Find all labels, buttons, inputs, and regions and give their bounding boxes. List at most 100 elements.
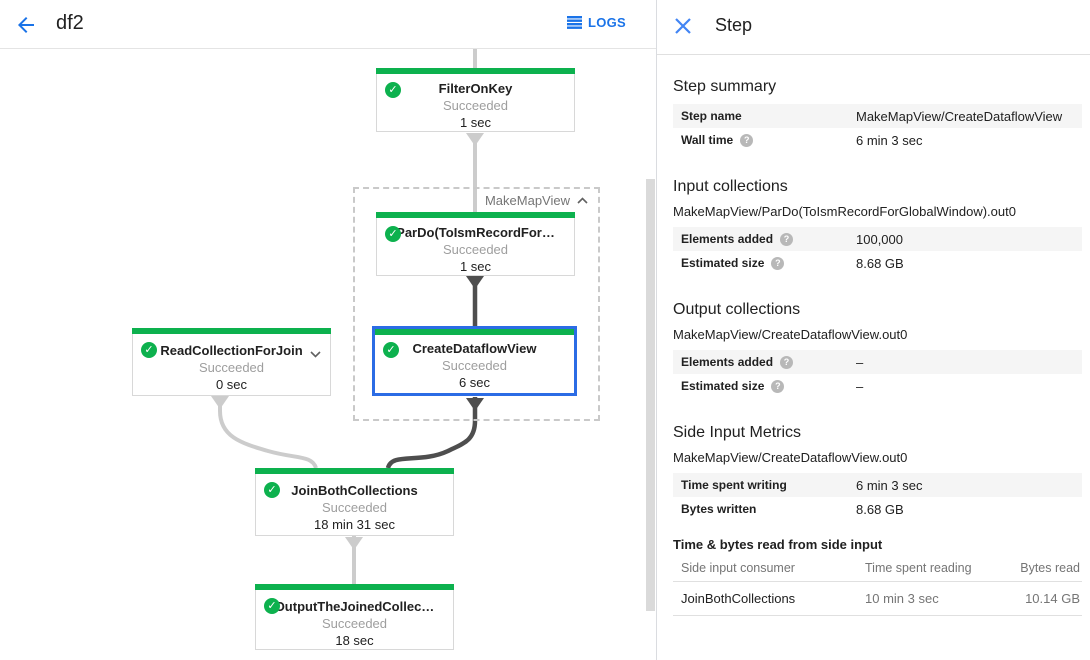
top-bar: df2 LOGS (0, 0, 656, 49)
metric-value: 100,000 (856, 231, 903, 247)
metric-row-wall-time: Wall time? 6 min 3 sec (673, 128, 1082, 152)
check-circle-icon: ✓ (264, 598, 280, 614)
metric-row-time-spent-writing: Time spent writing 6 min 3 sec (673, 473, 1082, 497)
help-icon[interactable]: ? (771, 379, 785, 393)
side-input-table-title: Time & bytes read from side input (673, 537, 883, 552)
metric-label: Time spent writing (681, 478, 787, 492)
input-collection-name: MakeMapView/ParDo(ToIsmRecordForGlobalWi… (673, 204, 1016, 219)
metric-value: 6 min 3 sec (856, 132, 923, 148)
makemapview-group: MakeMapView (353, 187, 600, 421)
cell-bytes-read: 10.14 GB (1002, 581, 1082, 616)
node-status: Succeeded (442, 98, 509, 113)
node-title: ParDo(ToIsmRecordFor… (396, 225, 555, 240)
section-title-input-collections: Input collections (673, 178, 788, 195)
node-title: ReadCollectionForJoin (160, 343, 303, 358)
metric-label: Elements added (681, 355, 774, 369)
step-details-panel: Step Step summary Step name MakeMapView/… (656, 0, 1090, 660)
chevron-down-icon[interactable] (310, 345, 321, 363)
node-time: 1 sec (459, 115, 492, 130)
node-title: JoinBothCollections (291, 483, 418, 498)
metric-label: Step name (681, 109, 742, 123)
metric-row-estimated-size: Estimated size? – (673, 374, 1082, 398)
status-bar (255, 468, 454, 474)
status-bar (132, 328, 331, 334)
dataflow-graph-canvas[interactable]: MakeMapView ✓ FilterOnKey Succeeded 1 se… (0, 49, 656, 660)
table-header-row: Side input consumer Time spent reading B… (673, 556, 1082, 582)
status-bar (376, 212, 575, 218)
metric-label: Bytes written (681, 502, 757, 516)
help-icon[interactable]: ? (771, 256, 785, 270)
metric-value: – (856, 378, 864, 394)
graph-node-filteronkey[interactable]: ✓ FilterOnKey Succeeded 1 sec (376, 68, 575, 132)
logs-label: LOGS (587, 15, 626, 30)
logs-button[interactable]: LOGS (566, 15, 626, 30)
check-circle-icon: ✓ (383, 342, 399, 358)
help-icon[interactable]: ? (740, 133, 754, 147)
metric-row-bytes-written: Bytes written 8.68 GB (673, 497, 1082, 521)
node-time: 1 sec (459, 259, 492, 274)
metric-row-step-name: Step name MakeMapView/CreateDataflowView (673, 104, 1082, 128)
output-collection-name: MakeMapView/CreateDataflowView.out0 (673, 327, 908, 342)
metric-value: 6 min 3 sec (856, 477, 923, 493)
graph-node-pardo-toismrecord[interactable]: ✓ ParDo(ToIsmRecordFor… Succeeded 1 sec (376, 212, 575, 276)
node-time: 6 sec (458, 375, 491, 390)
node-time: 18 min 31 sec (314, 517, 395, 532)
metric-label: Elements added (681, 232, 774, 246)
check-circle-icon: ✓ (385, 82, 401, 98)
graph-node-readcollectionforjoin[interactable]: ✓ ReadCollectionForJoin Succeeded 0 sec (132, 328, 331, 396)
panel-title: Step (715, 15, 753, 35)
side-input-collection-name: MakeMapView/CreateDataflowView.out0 (673, 450, 908, 465)
check-circle-icon: ✓ (141, 342, 157, 358)
graph-vertical-scrollbar[interactable] (646, 179, 655, 611)
close-icon[interactable] (673, 16, 695, 38)
section-title-step-summary: Step summary (673, 78, 777, 95)
section-title-output-collections: Output collections (673, 301, 801, 318)
node-status: Succeeded (441, 358, 508, 373)
logs-list-icon (566, 16, 582, 29)
node-status: Succeeded (442, 242, 509, 257)
node-status: Succeeded (321, 616, 388, 631)
metric-label: Estimated size (681, 379, 765, 393)
cell-consumer: JoinBothCollections (673, 581, 857, 616)
col-header-time-spent-reading: Time spent reading (857, 556, 1002, 582)
metric-value: 8.68 GB (856, 255, 904, 271)
metric-label: Estimated size (681, 256, 765, 270)
side-input-table: Side input consumer Time spent reading B… (673, 556, 1082, 616)
node-time: 0 sec (215, 377, 248, 392)
status-bar (376, 68, 575, 74)
graph-node-joinbothcollections[interactable]: ✓ JoinBothCollections Succeeded 18 min 3… (255, 468, 454, 536)
table-row: JoinBothCollections 10 min 3 sec 10.14 G… (673, 581, 1082, 616)
back-arrow-icon[interactable] (14, 13, 38, 37)
cell-time-reading: 10 min 3 sec (857, 581, 1002, 616)
node-time: 18 sec (335, 633, 374, 648)
status-bar (375, 329, 574, 335)
check-circle-icon: ✓ (385, 226, 401, 242)
help-icon[interactable]: ? (780, 355, 794, 369)
col-header-bytes-read: Bytes read (1002, 556, 1082, 582)
metric-value: 8.68 GB (856, 501, 904, 517)
panel-content: Step summary Step name MakeMapView/Creat… (657, 55, 1090, 660)
job-graph-pane: df2 LOGS MakeMapView (0, 0, 656, 660)
node-status: Succeeded (198, 360, 265, 375)
metric-value: MakeMapView/CreateDataflowView (856, 108, 1063, 124)
panel-header: Step (657, 0, 1090, 55)
metric-row-estimated-size: Estimated size? 8.68 GB (673, 251, 1082, 275)
metric-row-elements-added: Elements added? – (673, 350, 1082, 374)
chevron-up-icon (577, 197, 588, 204)
help-icon[interactable]: ? (780, 232, 794, 246)
node-title: OutputTheJoinedCollec… (274, 599, 435, 614)
check-circle-icon: ✓ (264, 482, 280, 498)
status-bar (255, 584, 454, 590)
col-header-side-input-consumer: Side input consumer (673, 556, 857, 582)
graph-node-outputthejoinedcollection[interactable]: ✓ OutputTheJoinedCollec… Succeeded 18 se… (255, 584, 454, 650)
metric-row-elements-added: Elements added? 100,000 (673, 227, 1082, 251)
group-label: MakeMapView (484, 193, 570, 208)
metric-value: – (856, 354, 864, 370)
graph-node-createdataflowview-selected[interactable]: ✓ CreateDataflowView Succeeded 6 sec (372, 326, 577, 396)
makemapview-group-toggle[interactable]: MakeMapView (485, 193, 588, 208)
page-title: df2 (56, 12, 84, 34)
node-title: CreateDataflowView (412, 341, 537, 356)
section-title-side-input-metrics: Side Input Metrics (673, 424, 802, 441)
metric-label: Wall time (681, 133, 734, 147)
node-title: FilterOnKey (438, 81, 513, 96)
